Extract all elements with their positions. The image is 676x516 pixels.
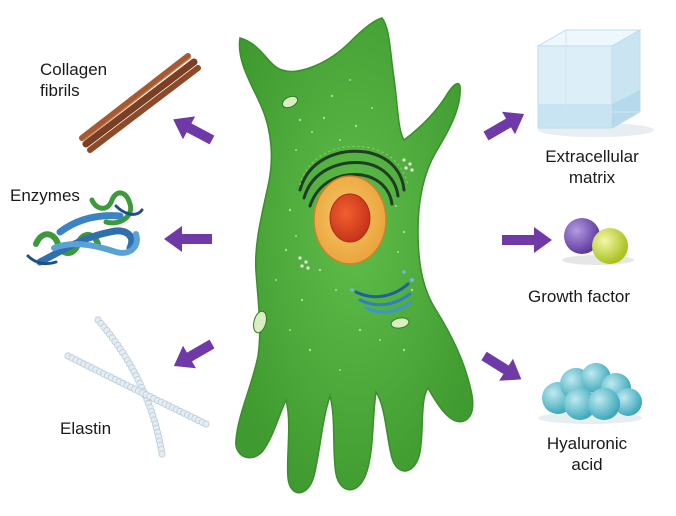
collagen-fibrils-label: Collagen fibrils: [40, 59, 107, 101]
extracellular-matrix-cube-icon: [536, 29, 654, 137]
arrow-to-enzymes: [164, 226, 212, 252]
hyaluronic-acid-label-line2: acid: [571, 455, 603, 474]
extracellular-matrix-label-line2: matrix: [568, 168, 616, 187]
elastin-fiber-icon: [64, 316, 210, 458]
arrow-to-hyaluronic-acid: [481, 351, 522, 381]
hyaluronic-acid-cluster-icon: [538, 363, 642, 424]
elastin-label: Elastin: [60, 419, 112, 438]
arrow-to-elastin: [173, 339, 215, 369]
enzyme-protein-icon: [26, 190, 144, 266]
fibroblast-cell-icon: [235, 17, 474, 494]
arrow-to-growth-factor: [502, 227, 552, 253]
collagen-fibrils-icon: [79, 53, 201, 153]
hyaluronic-acid-label: Hyaluronic acid: [532, 433, 642, 475]
enzymes-label: Enzymes: [10, 186, 80, 205]
growth-factor-label: Growth factor: [528, 287, 631, 306]
arrow-to-extracellular-matrix: [483, 111, 525, 141]
collagen-fibrils-label-line1: Collagen: [40, 60, 108, 79]
extracellular-matrix-label-line1: Extracellular: [545, 147, 639, 166]
hyaluronic-acid-label-line1: Hyaluronic: [546, 434, 628, 453]
arrows: [164, 111, 552, 381]
growth-factor-spheres-icon: [562, 218, 634, 265]
collagen-fibrils-label-line2: fibrils: [40, 81, 80, 100]
arrow-to-collagen: [173, 116, 215, 145]
extracellular-matrix-label: Extracellular matrix: [532, 146, 652, 188]
